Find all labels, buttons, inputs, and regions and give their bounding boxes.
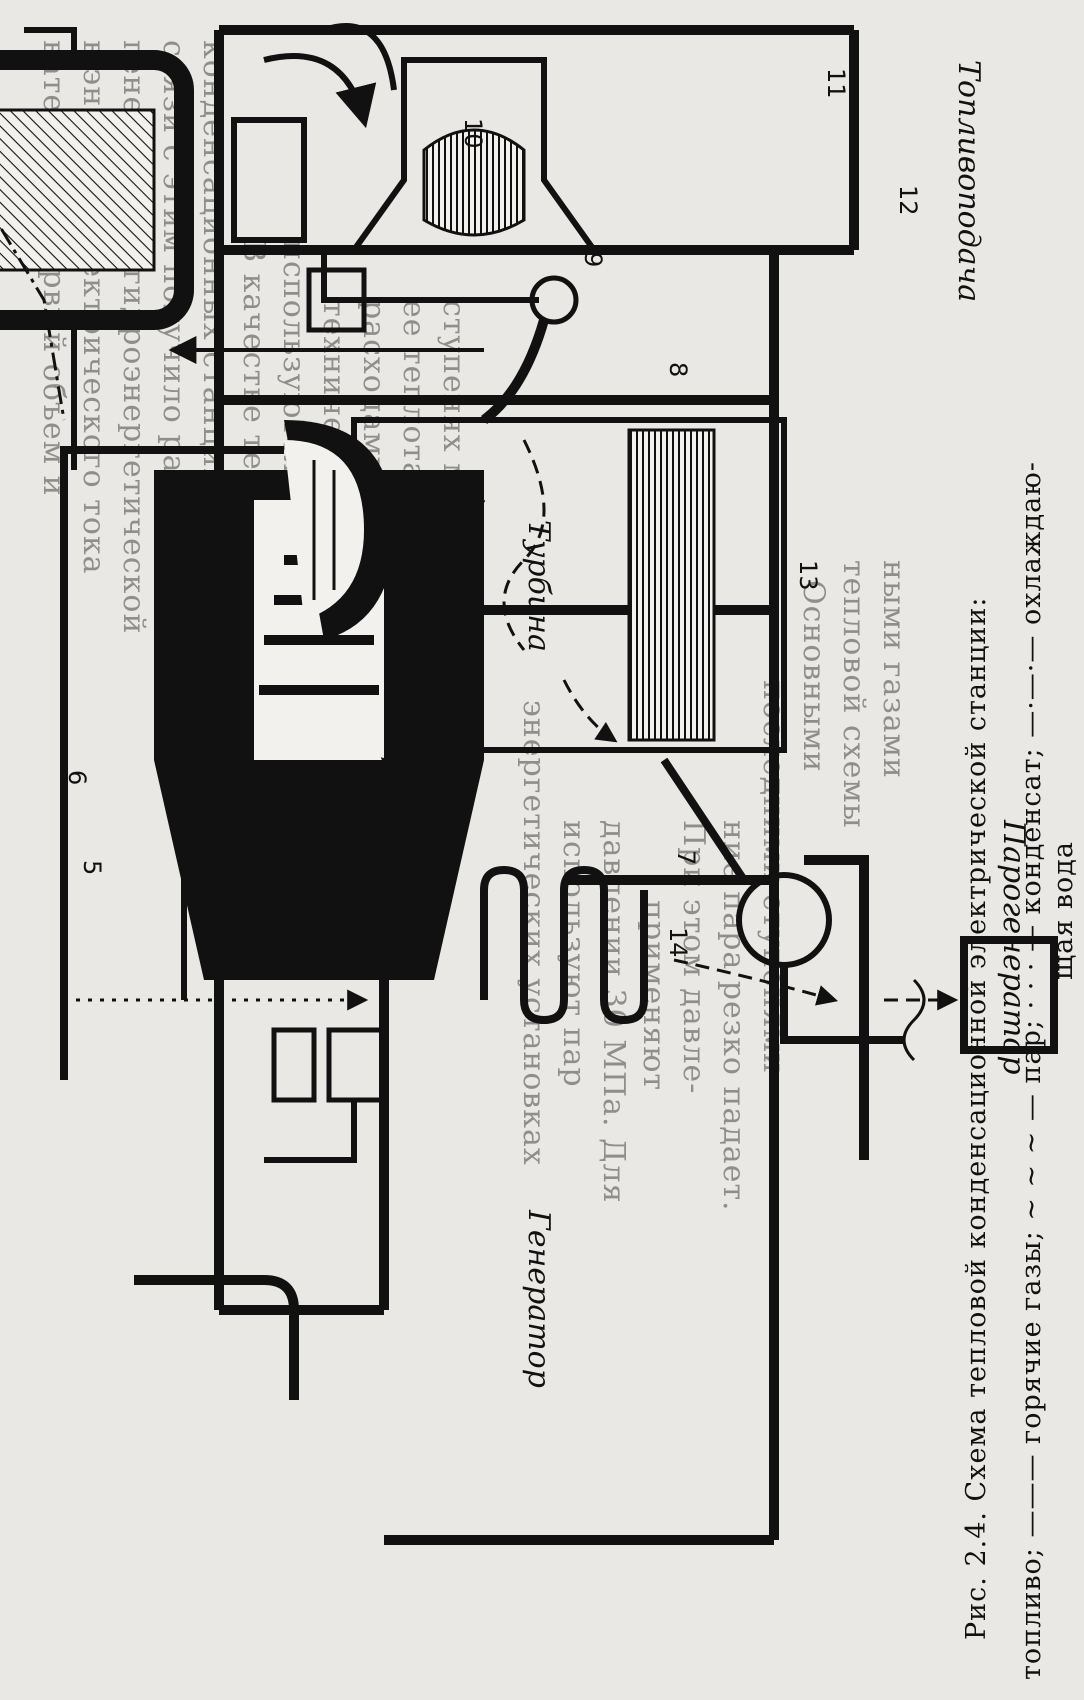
cooling-water [0,199,66,421]
part-5p-number: 5' [238,880,266,902]
part-14-number: 14 [664,927,692,958]
label-steam-generator: Парогенератор [996,819,1031,1075]
part-11-number: 11 [822,68,850,99]
steam-drum [660,757,926,1120]
condenser [60,420,394,1080]
part-9-number: 9 [579,252,607,267]
bg-line: конденсационных станций [196,40,231,489]
coal-mill [231,117,579,424]
caption-legend-line-2: щая вода [1048,841,1079,980]
bg-line: Пpи этом давле- [676,820,711,1094]
caption-title: Рис. 2.4. Схема тепловой конденсационной… [961,597,992,1640]
economizer [480,865,1058,1054]
figure-caption: Рис. 2.4. Схема тепловой конденсационной… [961,461,1079,1680]
part-12-number: 12 [894,185,922,216]
label-turbine: Турбина [521,520,556,652]
turbine [154,336,484,1000]
part-numbers: 7 8 9 10 11 12 13 14 [459,68,922,958]
part-7-number: 7 [672,850,700,865]
label-fuel-supply: Топливоподача [951,60,986,302]
part-5-number: 5 [78,860,106,875]
fuel-bunker [263,23,600,253]
caption-legend-line-1: топливо; ——— горячие газы; ~ ~ ~ — пар; … [1016,461,1047,1680]
bg-line: тепловой схемы [836,560,871,829]
bg-line: Основными [796,580,831,773]
part-13-number: 13 [794,560,822,591]
part-6-number: 6 [63,770,91,785]
generator [0,27,194,470]
bg-line: ние пара резко падает. [716,820,751,1212]
steam-line [134,1120,869,1400]
bg-line: ными газами [876,560,911,779]
part-8-number: 8 [664,362,692,377]
feed-pump [264,1027,387,1163]
part-10-number: 10 [459,118,487,149]
label-generator: Генератор [521,1209,556,1388]
rotated-page-content: вательно в первый объем и в энергию элек… [0,23,1058,1545]
